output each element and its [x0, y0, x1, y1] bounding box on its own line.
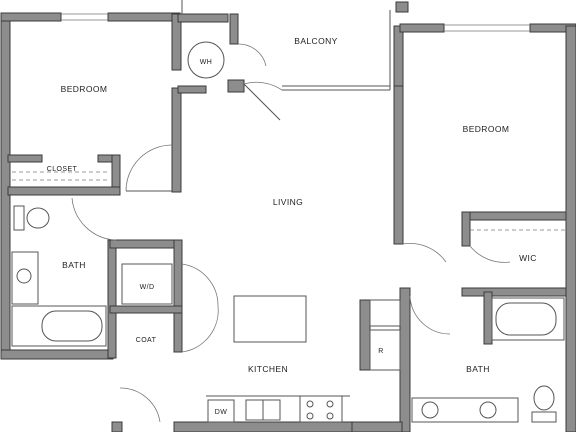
wh-door-swing — [237, 43, 267, 67]
label-balcony: BALCONY — [294, 36, 337, 46]
wall-bedroom-wh — [171, 13, 182, 71]
wall-bedroom-living — [171, 87, 182, 193]
fixtures — [11, 41, 566, 423]
wall-right-top-a — [399, 23, 445, 33]
wall-wic-top — [461, 211, 567, 221]
toilet-left-tank — [13, 205, 25, 231]
wall-wh-corner — [227, 79, 245, 93]
bedroom-right-door-swing — [402, 243, 447, 263]
tub-left-basin — [41, 310, 103, 342]
labels: BEDROOM BALCONY BEDROOM CLOSET LIVING BA… — [47, 36, 537, 416]
wall-closet-bottom — [7, 186, 121, 196]
label-bedroom-right: BEDROOM — [463, 124, 510, 134]
wall-kitchen-bottom-left — [111, 421, 123, 432]
burner-3 — [306, 412, 314, 420]
kitchen-island — [233, 295, 307, 343]
tub-right-basin — [495, 302, 557, 336]
balcony-door-swing — [243, 81, 283, 91]
label-coat: COAT — [136, 337, 157, 344]
burner-1 — [306, 400, 314, 408]
wall-top-left-b — [107, 12, 181, 22]
wall-closet-top-a — [7, 154, 43, 163]
cooktop — [299, 395, 343, 423]
wall-laundry-top — [109, 239, 183, 249]
bath-left-door-swing — [71, 197, 117, 241]
bath-right-door-swing — [409, 295, 451, 335]
wall-right-outer — [565, 25, 576, 432]
laundry-door-swing-a — [181, 263, 219, 307]
burner-2 — [326, 400, 334, 408]
label-washer-dryer: W/D — [140, 284, 155, 291]
label-bath-right: BATH — [466, 364, 490, 374]
refrigerator — [369, 329, 401, 371]
dishwasher — [207, 399, 235, 423]
washer-dryer — [121, 263, 173, 305]
label-refrigerator: R — [378, 348, 383, 355]
sink-right-a — [421, 401, 439, 419]
label-living: LIVING — [273, 197, 303, 207]
toilet-right-tank — [531, 411, 557, 423]
sink-right-b — [479, 401, 497, 419]
wall-right-bottom — [351, 421, 403, 432]
wall-top-left-a — [0, 12, 62, 22]
wall-wh-right — [229, 13, 239, 45]
label-closet: CLOSET — [47, 166, 78, 173]
wall-right-top-b — [529, 23, 576, 33]
toilet-right — [533, 385, 555, 411]
wall-right-bedroom-left-top — [393, 25, 404, 87]
toilet-left — [26, 207, 50, 229]
wall-wh-bottom — [177, 85, 207, 94]
sink-left — [16, 268, 32, 284]
water-heater — [187, 41, 225, 79]
wall-tub-divider — [483, 291, 493, 345]
wic-door-swing — [469, 245, 511, 263]
wall-bath-right-left — [399, 287, 411, 432]
laundry-door-swing-b — [181, 305, 219, 353]
pantry — [369, 299, 401, 327]
burner-4 — [326, 412, 334, 420]
entry-door-swing — [119, 387, 161, 423]
label-wic: WIC — [519, 253, 537, 263]
door-swings — [71, 144, 511, 423]
wall-left-bottom — [0, 349, 114, 360]
wall-right-bedroom-left — [393, 85, 404, 245]
label-water-heater: WH — [200, 59, 212, 66]
label-kitchen: KITCHEN — [248, 364, 288, 374]
label-bedroom-left: BEDROOM — [61, 84, 108, 94]
wall-wic-left — [461, 211, 471, 247]
wall-wic-bottom — [461, 287, 567, 297]
label-dishwasher: DW — [215, 409, 227, 416]
balcony-door-leaf — [243, 83, 281, 121]
bedroom-left-door-swing — [125, 144, 173, 192]
wall-coat-top — [109, 305, 183, 314]
balcony-lines — [181, 0, 391, 121]
wall-kitchen-bottom — [173, 421, 355, 432]
wall-fridge-left — [359, 299, 371, 371]
wall-bath-left-right — [107, 239, 117, 359]
wall-laundry-right — [173, 239, 183, 353]
label-bath-left: BATH — [62, 260, 86, 270]
wall-wh-top — [177, 13, 229, 23]
balcony-post — [395, 1, 409, 13]
